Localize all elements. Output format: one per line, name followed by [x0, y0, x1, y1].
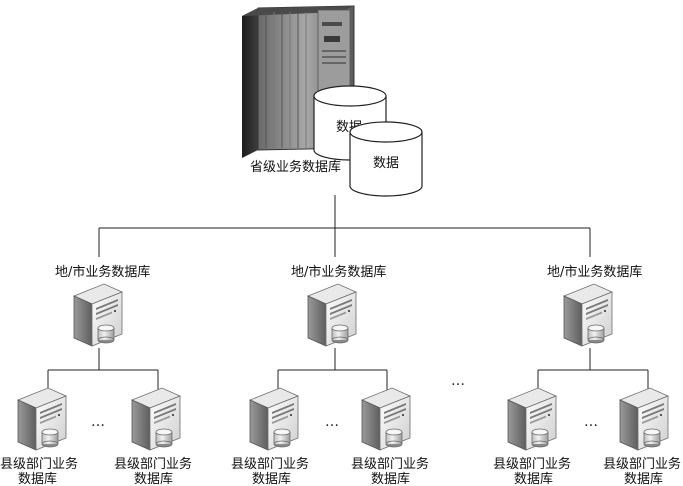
city-server-icon-3	[563, 283, 613, 347]
database-label-2: 数据	[373, 156, 399, 171]
county-server-icon-5	[507, 387, 557, 451]
county-label-5-line1: 县级部门业务	[493, 456, 571, 472]
county-label-4-line2: 数据库	[371, 471, 410, 486]
ellipsis-group-3: …	[584, 414, 598, 430]
county-label-6-line1: 县级部门业务	[603, 456, 681, 472]
county-server-icon-2	[131, 387, 181, 451]
connector-lines-top	[98, 195, 591, 257]
county-label-1-line2: 数据库	[18, 471, 57, 486]
county-label-3-line2: 数据库	[252, 471, 291, 486]
county-server-icon-1	[17, 387, 67, 451]
city-label-3: 地/市业务数据库	[547, 264, 642, 280]
county-label-4-line1: 县级部门业务	[351, 456, 429, 472]
city-server-icon-2	[307, 283, 357, 347]
county-label-3-line1: 县级部门业务	[231, 456, 309, 472]
ellipsis-middle: …	[451, 373, 465, 389]
ellipsis-group-2: …	[325, 414, 339, 430]
county-label-6-line2: 数据库	[624, 471, 663, 486]
county-server-icon-6	[619, 387, 669, 451]
city-label-2: 地/市业务数据库	[291, 264, 386, 280]
county-label-2-line1: 县级部门业务	[114, 456, 192, 472]
county-server-icon-3	[249, 387, 299, 451]
county-label-1-line1: 县级部门业务	[0, 456, 78, 472]
ellipsis-group-1: …	[91, 414, 105, 430]
county-label-5-line2: 数据库	[514, 471, 553, 486]
city-label-1: 地/市业务数据库	[55, 264, 150, 280]
province-label: 省级业务数据库	[250, 159, 341, 175]
county-label-2-line2: 数据库	[134, 471, 173, 486]
county-server-icon-4	[361, 387, 411, 451]
database-cylinder-icon	[349, 121, 423, 197]
city-server-icon-1	[73, 283, 123, 347]
connector-lines-bottom	[47, 348, 649, 390]
